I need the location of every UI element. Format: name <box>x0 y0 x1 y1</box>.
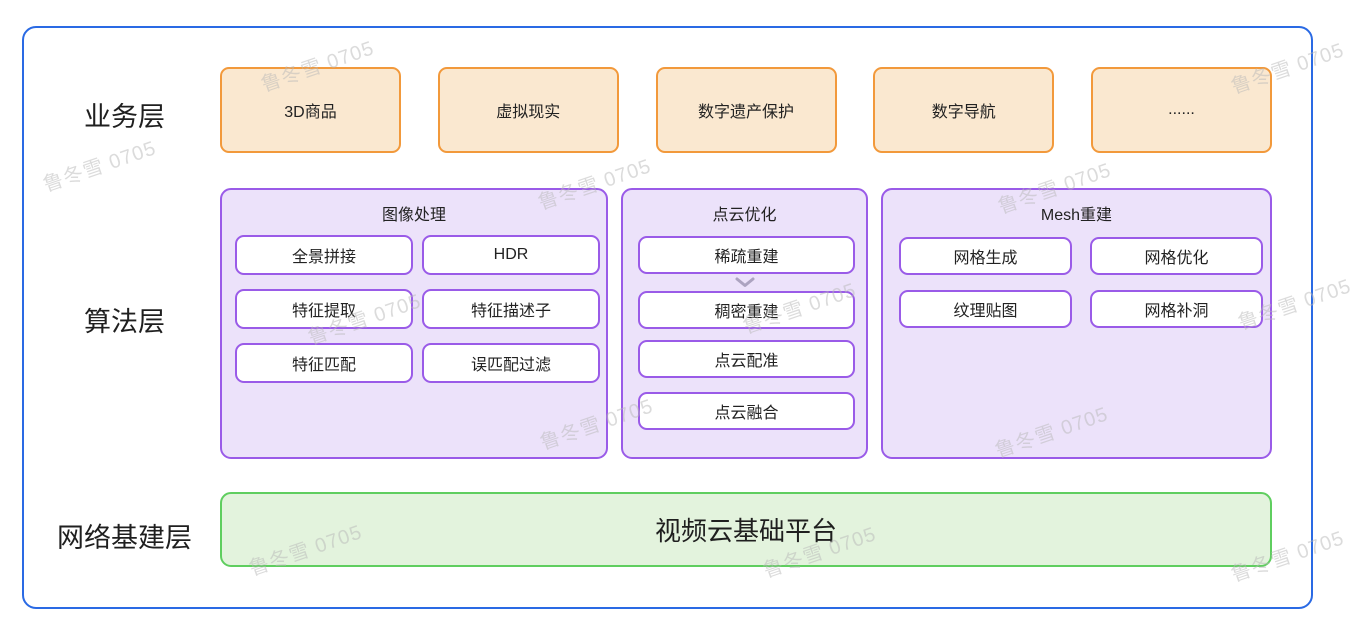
business-boxes-row: 3D商品 虚拟现实 数字遗产保护 数字导航 ...... <box>220 67 1272 153</box>
infrastructure-layer-label: 网络基建层 <box>57 523 192 553</box>
business-box-3d-goods: 3D商品 <box>220 67 401 153</box>
group-title: 点云优化 <box>712 207 777 224</box>
group-mesh-reconstruction: Mesh重建 网格生成 网格优化 纹理贴图 网格补洞 <box>881 188 1272 459</box>
algo-box-panorama-stitching: 全景拼接 <box>235 235 413 275</box>
algo-box-hdr: HDR <box>422 235 600 275</box>
algo-box-mesh-optimization: 网格优化 <box>1090 237 1263 275</box>
group-point-cloud-optimization: 点云优化 稀疏重建 稠密重建 点云配准 点云融合 <box>621 188 868 459</box>
algo-box-mesh-generation: 网格生成 <box>899 237 1072 275</box>
business-box-digital-navigation: 数字导航 <box>873 67 1055 153</box>
business-layer-label: 业务层 <box>84 102 165 132</box>
algo-box-dense-reconstruction: 稠密重建 <box>638 291 855 329</box>
algorithm-groups-row: 图像处理 全景拼接 HDR 特征提取 特征描述子 特征匹配 误匹配过滤 点云优化… <box>220 188 1272 459</box>
group-image-processing: 图像处理 全景拼接 HDR 特征提取 特征描述子 特征匹配 误匹配过滤 <box>220 188 608 459</box>
group-title: Mesh重建 <box>1040 207 1113 224</box>
platform-box: 视频云基础平台 <box>220 492 1272 567</box>
algo-box-point-cloud-fusion: 点云融合 <box>638 392 855 430</box>
algo-box-feature-extraction: 特征提取 <box>235 289 413 329</box>
algo-box-mismatch-filtering: 误匹配过滤 <box>422 343 600 383</box>
algo-box-mesh-hole-filling: 网格补洞 <box>1090 290 1263 328</box>
business-box-more: ...... <box>1091 67 1272 153</box>
business-box-virtual-reality: 虚拟现实 <box>437 67 619 153</box>
algo-box-feature-descriptor: 特征描述子 <box>422 289 600 329</box>
algo-box-point-cloud-registration: 点云配准 <box>638 340 855 378</box>
algo-box-texture-mapping: 纹理贴图 <box>899 290 1072 328</box>
algorithm-layer-label: 算法层 <box>84 307 165 337</box>
business-box-digital-heritage: 数字遗产保护 <box>655 67 837 153</box>
group-title: 图像处理 <box>381 207 446 224</box>
chevron-down-icon <box>735 277 755 288</box>
algo-box-sparse-reconstruction: 稀疏重建 <box>638 236 855 274</box>
algo-box-feature-matching: 特征匹配 <box>235 343 413 383</box>
